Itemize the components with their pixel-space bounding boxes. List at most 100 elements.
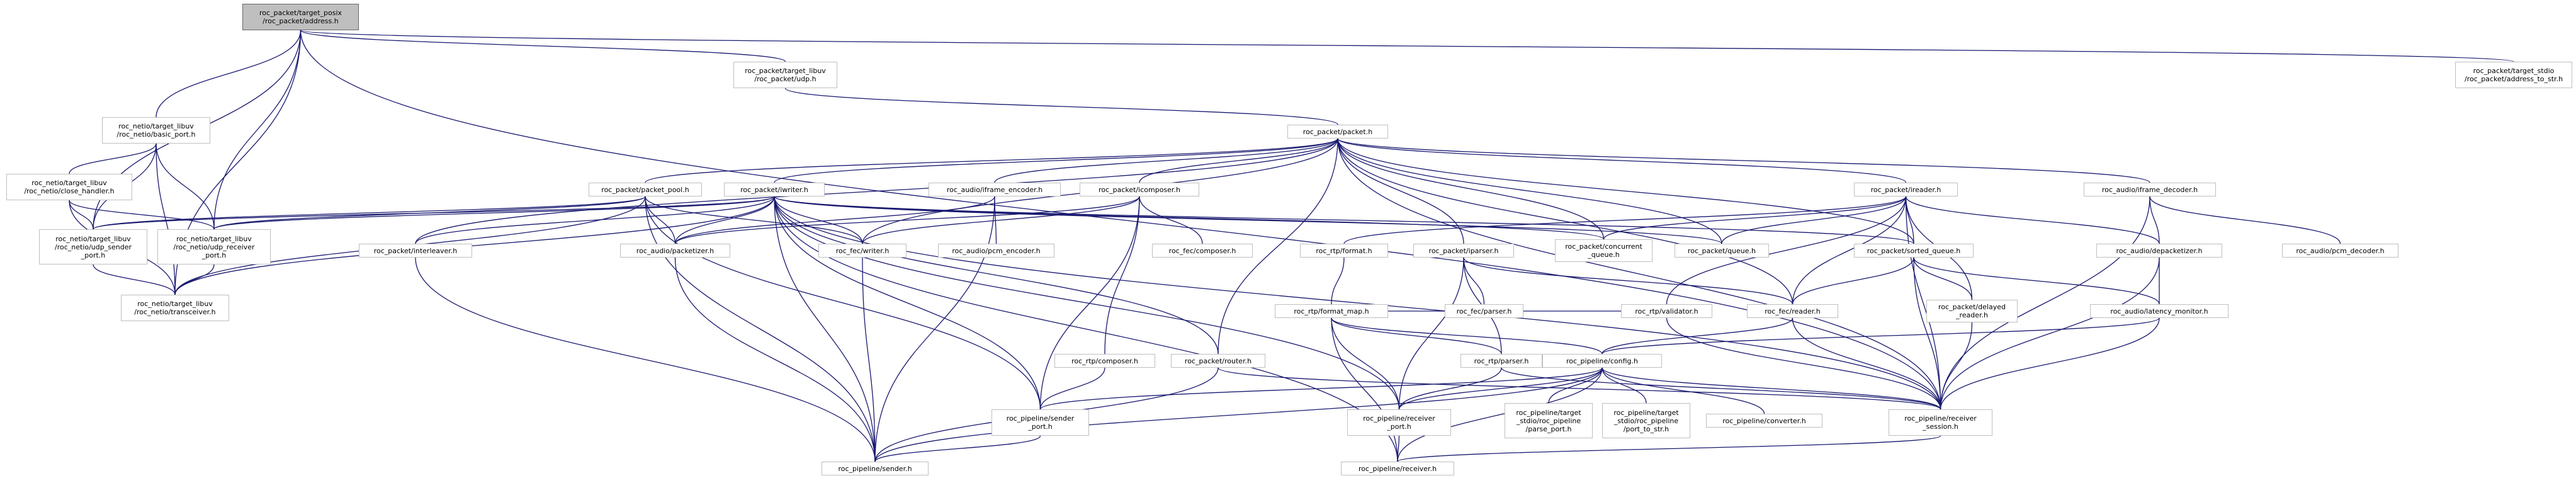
node-queue[interactable]: roc_packet/queue.h — [1675, 244, 1769, 258]
node-rtp-validator-line1: roc_rtp/validator.h — [1635, 307, 1698, 315]
node-iframe-encoder[interactable]: roc_audio/iframe_encoder.h — [929, 183, 1061, 196]
node-ireader-line1: roc_packet/ireader.h — [1870, 185, 1941, 194]
edge-transceiver-to-udp-receiver-port — [174, 258, 217, 295]
node-concurrent-queue[interactable]: roc_packet/concurrent _queue.h — [1555, 239, 1652, 262]
edge-fec-reader-to-packet — [1335, 132, 1794, 305]
node-pcm-decoder[interactable]: roc_audio/pcm_decoder.h — [2282, 244, 2398, 258]
node-fec-reader[interactable]: roc_fec/reader.h — [1747, 304, 1838, 318]
node-receiver-port-line2: _port.h — [1387, 423, 1411, 431]
node-receiver[interactable]: roc_pipeline/receiver.h — [1341, 462, 1454, 475]
node-latency-monitor-line1: roc_audio/latency_monitor.h — [2110, 307, 2208, 315]
edge-sorted-queue-to-packet — [1335, 132, 1914, 244]
edge-queue-to-ireader — [1721, 190, 1909, 244]
node-rtp-format[interactable]: roc_rtp/format.h — [1300, 244, 1388, 258]
node-iframe-decoder[interactable]: roc_audio/iframe_decoder.h — [2084, 183, 2216, 196]
node-ireader[interactable]: roc_packet/ireader.h — [1854, 183, 1958, 196]
edge-sender-to-iframe-encoder — [874, 190, 998, 462]
node-pcm-encoder[interactable]: roc_audio/pcm_encoder.h — [938, 244, 1054, 258]
node-iparser[interactable]: roc_packet/iparser.h — [1413, 244, 1514, 258]
edge-parse-port-to-config — [1548, 361, 1605, 404]
node-depacketizer[interactable]: roc_audio/depacketizer.h — [2096, 244, 2222, 258]
node-receiver-port[interactable]: roc_pipeline/receiver _port.h — [1347, 409, 1451, 436]
node-icomposer[interactable]: roc_packet/icomposer.h — [1080, 183, 1199, 196]
node-basic-port[interactable]: roc_netio/target_libuv /roc_netio/basic_… — [102, 117, 210, 144]
edge-rtp-format-map-to-rtp-format — [1331, 251, 1347, 305]
node-iwriter[interactable]: roc_packet/iwriter.h — [724, 183, 825, 196]
node-rtp-format-map[interactable]: roc_rtp/format_map.h — [1275, 304, 1388, 318]
edge-receiver-session-to-fec-reader — [1790, 312, 1941, 410]
edge-interleaver-to-iwriter — [415, 190, 777, 244]
node-fec-composer[interactable]: roc_fec/composer.h — [1152, 244, 1253, 258]
edge-concurrent-queue-to-ireader — [1603, 190, 1909, 240]
node-fec-reader-line1: roc_fec/reader.h — [1765, 307, 1821, 315]
edge-pcm-decoder-to-iframe-decoder — [2147, 190, 2341, 244]
edge-receiver-session-to-ireader — [1903, 190, 1941, 410]
edge-udp-sender-port-to-packet-pool — [93, 190, 648, 230]
node-sender-port[interactable]: roc_pipeline/sender _port.h — [991, 409, 1089, 436]
node-parse-port-line2: _stdio/roc_pipeline — [1516, 416, 1581, 425]
edge-ireader-to-packet — [1335, 132, 1907, 183]
node-transceiver-line2: /roc_netio/transceiver.h — [134, 308, 216, 316]
node-receiver-session[interactable]: roc_pipeline/receiver _session.h — [1889, 409, 1992, 436]
node-interleaver[interactable]: roc_packet/interleaver.h — [359, 244, 472, 258]
node-packetizer[interactable]: roc_audio/packetizer.h — [620, 244, 730, 258]
edge-depacketizer-to-iframe-decoder — [2147, 190, 2160, 244]
node-udp-receiver-port[interactable]: roc_netio/target_libuv /roc_netio/udp_re… — [157, 229, 271, 264]
edge-fec-parser-to-iparser — [1460, 251, 1485, 305]
node-fec-writer[interactable]: roc_fec/writer.h — [818, 244, 907, 258]
node-latency-monitor[interactable]: roc_audio/latency_monitor.h — [2090, 304, 2229, 318]
node-rtp-composer[interactable]: roc_rtp/composer.h — [1054, 354, 1155, 368]
edge-udp-receiver-port-to-close-handler — [66, 194, 215, 230]
node-rtp-parser[interactable]: roc_rtp/parser.h — [1460, 354, 1542, 368]
node-rtp-validator[interactable]: roc_rtp/validator.h — [1621, 304, 1712, 318]
edge-interleaver-to-packet — [415, 132, 1341, 244]
edge-packet-pool-to-packet — [645, 132, 1341, 183]
node-rtp-format-line1: roc_rtp/format.h — [1316, 246, 1372, 255]
node-fec-parser[interactable]: roc_fec/parser.h — [1445, 304, 1523, 318]
node-packet-pool[interactable]: roc_packet/packet_pool.h — [589, 183, 702, 196]
edge-receiver-session-to-delayed-reader — [1940, 316, 1975, 410]
node-config-line1: roc_pipeline/config.h — [1566, 356, 1639, 365]
edge-fec-writer-to-iwriter — [771, 190, 863, 244]
node-config[interactable]: roc_pipeline/config.h — [1542, 354, 1662, 368]
edge-sender-port-to-iwriter — [771, 190, 1041, 410]
edge-sender-to-sender-port — [874, 429, 1043, 462]
node-parse-port[interactable]: roc_pipeline/target _stdio/roc_pipeline … — [1505, 403, 1593, 438]
node-sorted-queue[interactable]: roc_packet/sorted_queue.h — [1854, 244, 1974, 258]
node-udp[interactable]: roc_packet/target_libuv /roc_packet/udp.… — [733, 62, 837, 88]
node-close-handler[interactable]: roc_netio/target_libuv /roc_netio/close_… — [6, 174, 132, 200]
node-udp-sender-port-line1: roc_netio/target_libuv — [55, 234, 131, 243]
node-udp-receiver-port-line3: _port.h — [201, 251, 227, 259]
node-delayed-reader[interactable]: roc_packet/delayed _reader.h — [1926, 300, 2018, 322]
node-queue-line1: roc_packet/queue.h — [1687, 246, 1756, 255]
node-packet-pool-line1: roc_packet/packet_pool.h — [601, 185, 689, 194]
edge-sender-port-to-rtp-composer — [1039, 361, 1108, 410]
edge-fec-composer-to-icomposer — [1136, 190, 1203, 244]
node-transceiver[interactable]: roc_netio/target_libuv /roc_netio/transc… — [121, 295, 229, 321]
node-iframe-decoder-line1: roc_audio/iframe_decoder.h — [2101, 185, 2198, 194]
edge-fec-writer-to-icomposer — [862, 190, 1143, 244]
node-udp-receiver-port-line2: /roc_netio/udp_receiver — [173, 242, 255, 251]
node-sender[interactable]: roc_pipeline/sender.h — [822, 462, 929, 475]
node-address-to-str-line1: roc_packet/target_stdio — [2473, 67, 2555, 75]
node-address-to-str-line2: /roc_packet/address_to_str.h — [2464, 75, 2563, 83]
edge-iparser-to-packet — [1335, 132, 1464, 244]
edge-iwriter-to-packet — [774, 132, 1341, 183]
node-address[interactable]: roc_packet/target_posix /roc_packet/addr… — [242, 4, 359, 30]
node-interleaver-line1: roc_packet/interleaver.h — [373, 246, 458, 255]
node-router[interactable]: roc_packet/router.h — [1171, 354, 1265, 368]
edge-transceiver-to-iwriter — [174, 190, 777, 295]
edge-sender-to-iwriter — [771, 190, 876, 462]
edge-receiver-session-to-iwriter — [771, 190, 1941, 410]
node-sender-port-line1: roc_pipeline/sender — [1006, 414, 1075, 423]
edge-addr-to-str-to-address — [297, 24, 2514, 62]
node-address-to-str[interactable]: roc_packet/target_stdio /roc_packet/addr… — [2455, 62, 2572, 88]
node-port-to-str[interactable]: roc_pipeline/target _stdio/roc_pipeline … — [1602, 403, 1690, 438]
node-basic-port-line1: roc_netio/target_libuv — [118, 122, 194, 130]
node-converter[interactable]: roc_pipeline/converter.h — [1706, 414, 1822, 428]
edge-receiver-port-to-rtp-format-map — [1328, 312, 1400, 410]
node-udp-sender-port[interactable]: roc_netio/target_libuv /roc_netio/udp_se… — [39, 229, 147, 264]
edge-sender-to-interleaver — [412, 251, 876, 462]
edge-receiver-session-to-iframe-decoder — [1940, 190, 2153, 410]
node-packet[interactable]: roc_packet/packet.h — [1287, 125, 1388, 139]
